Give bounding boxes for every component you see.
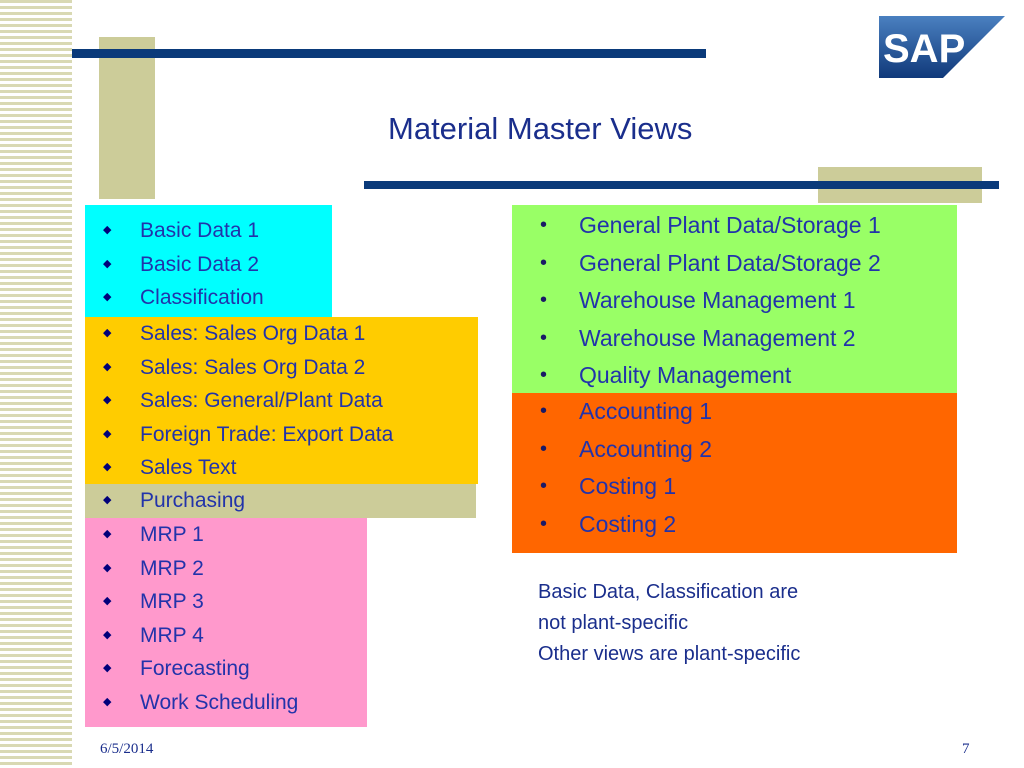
list-item-label: Basic Data 1 [140, 219, 260, 242]
dot-bullet-icon: • [540, 251, 548, 274]
list-item-label: MRP 1 [140, 523, 204, 546]
diamond-bullet-icon: ◆ [103, 528, 112, 540]
footer-page-number: 7 [962, 741, 970, 757]
list-item: • Costing 1 [512, 468, 957, 506]
purchasing-list: ◆ Purchasing [85, 484, 476, 518]
logo-text: SAP [883, 27, 965, 71]
sales-list: ◆ Sales: Sales Org Data 1 ◆ Sales: Sales Or… [85, 317, 478, 485]
list-item-label: Sales: Sales Org Data 2 [140, 355, 366, 379]
list-item: • Accounting 1 [512, 393, 957, 431]
sap-logo: SAP [879, 16, 1005, 78]
list-item-label: Costing 1 [579, 473, 677, 499]
list-item: • General Plant Data/Storage 2 [512, 245, 957, 283]
basic-data-panel: ◆ Basic Data 1 ◆ Basic Data 2 ◆ Classificatio… [85, 205, 332, 317]
list-item-label: General Plant Data/Storage 1 [579, 212, 881, 238]
diamond-bullet-icon: ◆ [103, 224, 112, 236]
diamond-bullet-icon: ◆ [103, 628, 112, 641]
diamond-bullet-icon: ◆ [103, 695, 112, 708]
list-item-label: General Plant Data/Storage 2 [579, 249, 881, 276]
list-item: ◆ MRP 3 [85, 585, 367, 619]
dot-bullet-icon: • [540, 326, 548, 349]
diamond-bullet-icon: ◆ [103, 257, 112, 270]
list-item-label: Foreign Trade: Export Data [140, 422, 394, 446]
list-item: ◆ MRP 2 [85, 552, 367, 586]
list-item: ◆ Sales: Sales Org Data 2 [85, 351, 478, 385]
navy-bar-top [72, 49, 706, 58]
accounting-panel: • Accounting 1 • Accounting 2 • Costing 1 • Cos… [512, 393, 957, 553]
dot-bullet-icon: • [540, 289, 548, 311]
list-item: ◆ Sales Text [85, 451, 478, 485]
navy-bar-bottom [364, 181, 999, 189]
sales-panel: ◆ Sales: Sales Org Data 1 ◆ Sales: Sales Or… [85, 317, 478, 484]
note-line-1: Basic Data, Classification are [538, 581, 799, 603]
dot-bullet-icon: • [540, 475, 548, 497]
plant-specific-note: Basic Data, Classification are not plant… [538, 577, 800, 670]
list-item-label: Sales Text [140, 456, 237, 479]
tan-bar-left [99, 37, 155, 199]
list-item-label: Work Scheduling [140, 690, 299, 714]
list-item: ◆ Forecasting [85, 652, 367, 686]
list-item-label: Sales: Sales Org Data 1 [140, 322, 366, 345]
mrp-list: ◆ MRP 1 ◆ MRP 2 ◆ MRP 3 ◆ MRP 4 ◆ Forecasting ◆ Wor… [85, 518, 367, 719]
list-item-label: MRP 2 [140, 556, 204, 580]
list-item-label: Basic Data 2 [140, 252, 260, 276]
purchasing-panel: ◆ Purchasing [85, 484, 476, 518]
list-item-label: MRP 3 [140, 590, 204, 613]
diamond-bullet-icon: ◆ [103, 561, 112, 574]
list-item-label: Warehouse Management 1 [579, 287, 856, 313]
mrp-panel: ◆ MRP 1 ◆ MRP 2 ◆ MRP 3 ◆ MRP 4 ◆ Forecasting ◆ Wor… [85, 518, 367, 727]
basic-data-list: ◆ Basic Data 1 ◆ Basic Data 2 ◆ Classificatio… [85, 214, 332, 315]
list-item: ◆ Basic Data 1 [85, 214, 332, 248]
diamond-bullet-icon: ◆ [103, 291, 112, 303]
dot-bullet-icon: • [540, 512, 548, 535]
diamond-bullet-icon: ◆ [103, 494, 112, 506]
note-line-2: not plant-specific [538, 612, 689, 634]
diamond-bullet-icon: ◆ [103, 427, 112, 440]
list-item: • General Plant Data/Storage 1 [512, 207, 957, 245]
list-item: • Costing 2 [512, 506, 957, 544]
diamond-bullet-icon: ◆ [103, 461, 112, 473]
diamond-bullet-icon: ◆ [103, 595, 112, 607]
plant-data-list: • General Plant Data/Storage 1 • General Pl… [512, 207, 957, 395]
decorative-stripes [0, 0, 72, 768]
list-item-label: Classification [140, 286, 264, 309]
list-item: ◆ MRP 1 [85, 518, 367, 552]
list-item: • Warehouse Management 2 [512, 320, 957, 358]
list-item: ◆ MRP 4 [85, 619, 367, 653]
note-line-3: Other views are plant-specific [538, 643, 801, 665]
list-item-label: Accounting 1 [579, 398, 712, 424]
list-item-label: MRP 4 [140, 623, 204, 647]
list-item-label: Accounting 2 [579, 435, 712, 462]
list-item: ◆ Sales: Sales Org Data 1 [85, 317, 478, 351]
diamond-bullet-icon: ◆ [103, 327, 112, 339]
list-item: ◆ Classification [85, 281, 332, 315]
slide-title: Material Master Views [388, 111, 693, 146]
list-item: ◆ Foreign Trade: Export Data [85, 418, 478, 452]
list-item: • Accounting 2 [512, 431, 957, 469]
plant-data-panel: • General Plant Data/Storage 1 • General Pl… [512, 205, 957, 393]
list-item-label: Costing 2 [579, 510, 677, 537]
diamond-bullet-icon: ◆ [103, 662, 112, 674]
list-item: • Quality Management [512, 357, 957, 395]
accounting-list: • Accounting 1 • Accounting 2 • Costing 1 • Cos… [512, 393, 957, 543]
dot-bullet-icon: • [540, 437, 548, 460]
list-item-label: Quality Management [579, 362, 792, 388]
diamond-bullet-icon: ◆ [103, 394, 112, 406]
list-item-label: Warehouse Management 2 [579, 324, 856, 351]
list-item: ◆ Purchasing [85, 484, 476, 518]
list-item-label: Forecasting [140, 657, 250, 680]
dot-bullet-icon: • [540, 400, 548, 422]
list-item-label: Purchasing [140, 489, 246, 512]
list-item: ◆ Sales: General/Plant Data [85, 384, 478, 418]
dot-bullet-icon: • [540, 364, 548, 386]
diamond-bullet-icon: ◆ [103, 360, 112, 373]
dot-bullet-icon: • [540, 214, 548, 236]
footer-date: 6/5/2014 [100, 741, 154, 757]
list-item: ◆ Work Scheduling [85, 686, 367, 720]
list-item-label: Sales: General/Plant Data [140, 389, 383, 412]
list-item: • Warehouse Management 1 [512, 282, 957, 320]
list-item: ◆ Basic Data 2 [85, 248, 332, 282]
